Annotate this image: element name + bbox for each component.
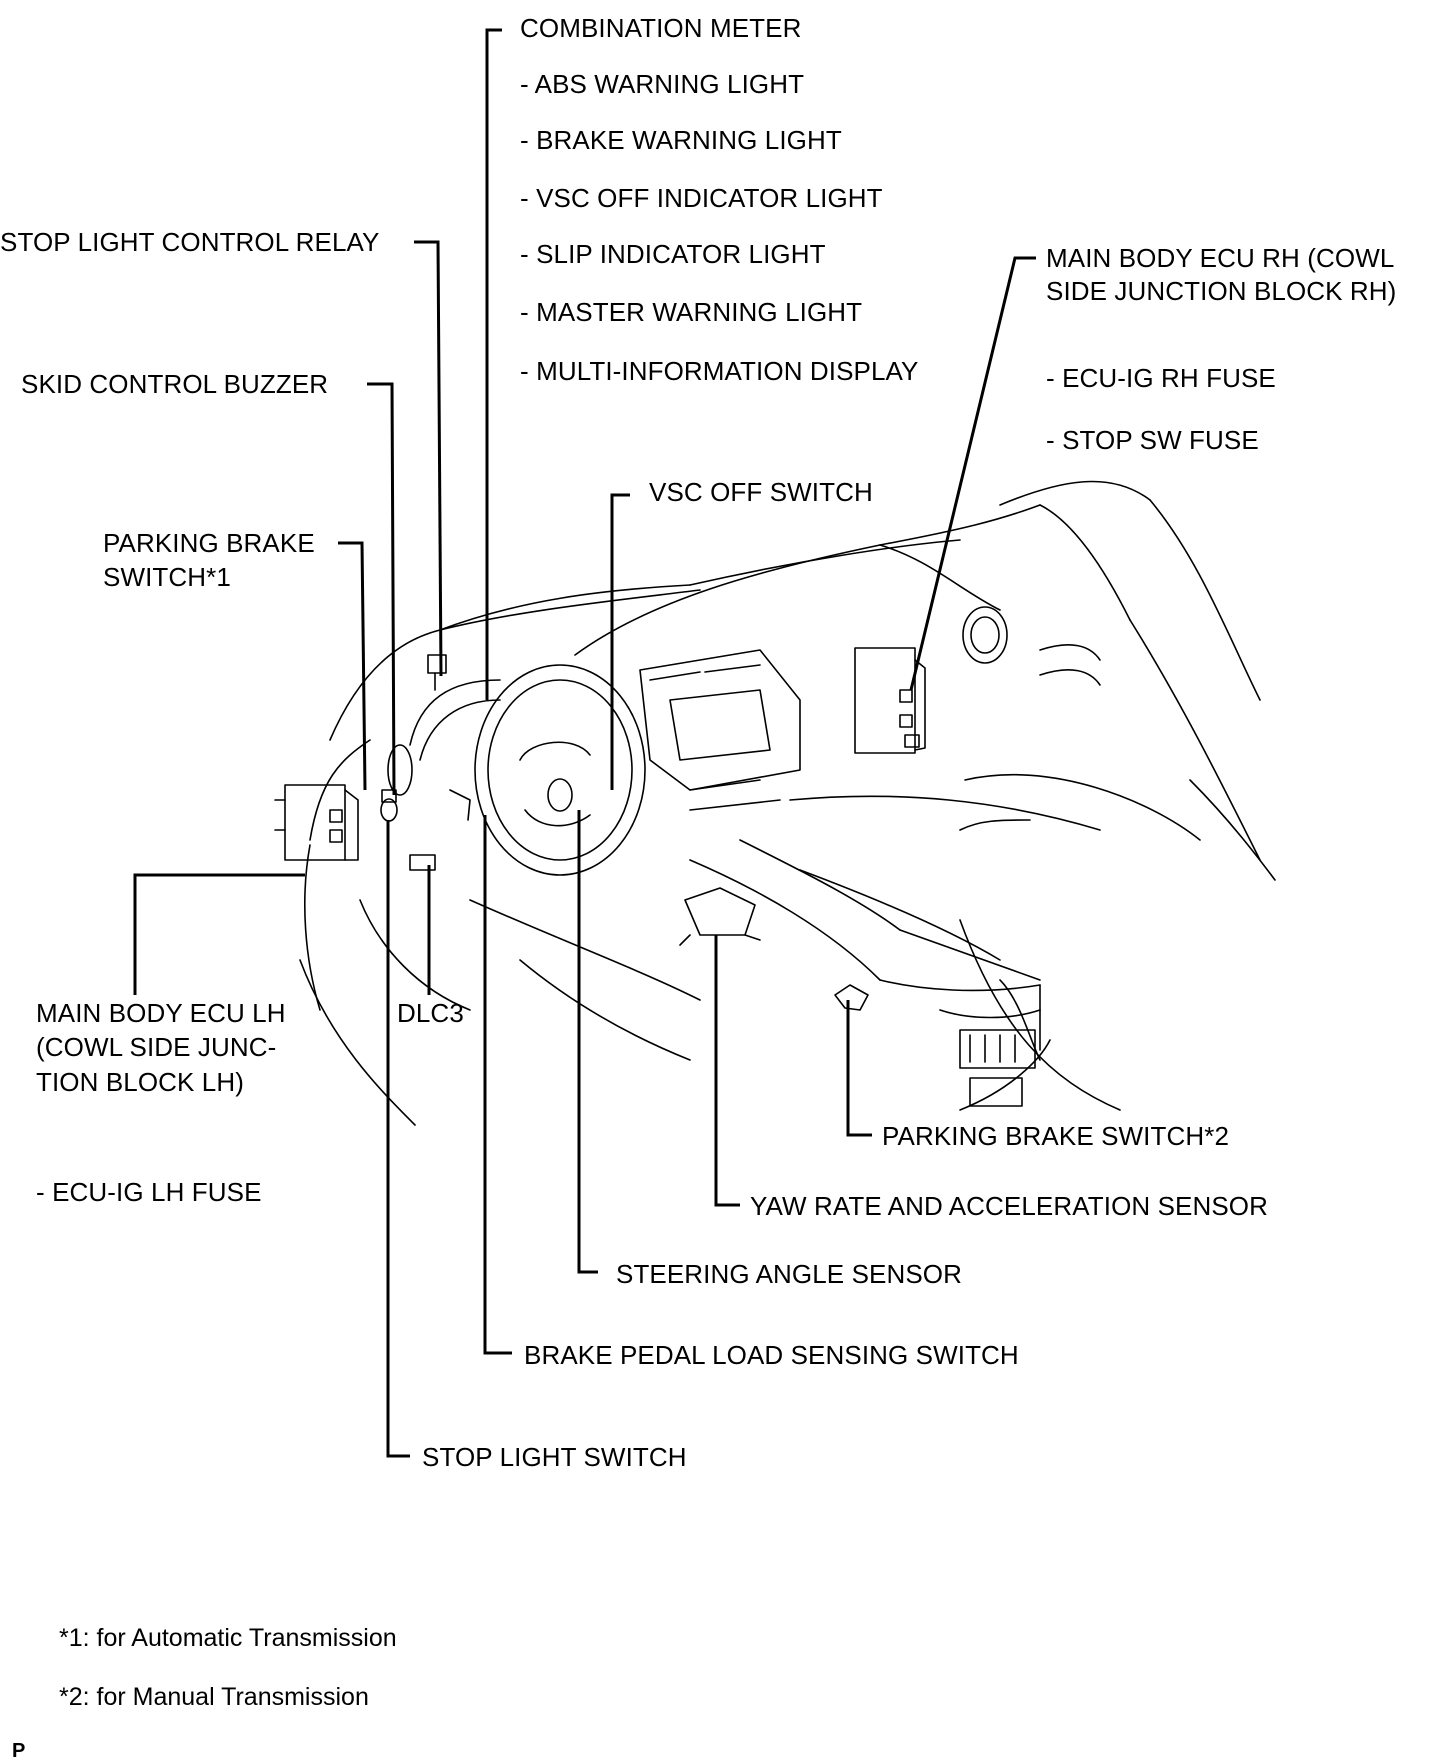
leader-steering-angle-sensor	[577, 810, 598, 1274]
label-main-body-ecu-lh-line2: (COWL SIDE JUNC-	[36, 1032, 277, 1062]
footnote-manual-transmission: *2: for Manual Transmission	[59, 1683, 369, 1711]
label-multi-information-display: - MULTI-INFORMATION DISPLAY	[520, 356, 919, 386]
label-brake-warning-light: - BRAKE WARNING LIGHT	[520, 125, 842, 155]
label-ecu-ig-lh-fuse: - ECU-IG LH FUSE	[36, 1177, 262, 1207]
leader-main-body-ecu-lh	[133, 873, 305, 995]
leader-vsc-off-switch	[610, 493, 630, 790]
label-main-body-ecu-rh-line1: MAIN BODY ECU RH (COWL	[1046, 243, 1395, 273]
label-stop-sw-fuse: - STOP SW FUSE	[1046, 425, 1259, 455]
leader-stop-light-control-relay	[414, 240, 443, 677]
label-abs-warning-light: - ABS WARNING LIGHT	[520, 69, 805, 99]
label-parking-brake-switch-2: PARKING BRAKE SWITCH*2	[882, 1121, 1230, 1151]
label-ecu-ig-rh-fuse: - ECU-IG RH FUSE	[1046, 363, 1276, 393]
leader-skid-control-buzzer	[367, 382, 396, 796]
label-slip-indicator-light: - SLIP INDICATOR LIGHT	[520, 239, 826, 269]
label-steering-angle-sensor: STEERING ANGLE SENSOR	[616, 1259, 962, 1289]
label-brake-pedal-load-sensing-switch: BRAKE PEDAL LOAD SENSING SWITCH	[524, 1340, 1019, 1370]
label-master-warning-light: - MASTER WARNING LIGHT	[520, 297, 863, 327]
label-vsc-off-switch: VSC OFF SWITCH	[649, 477, 873, 507]
label-stop-light-switch: STOP LIGHT SWITCH	[422, 1442, 687, 1472]
leader-yaw-rate-sensor	[714, 935, 740, 1207]
leader-combination-meter	[485, 28, 502, 700]
label-vsc-off-indicator-light: - VSC OFF INDICATOR LIGHT	[520, 183, 883, 213]
leader-main-body-ecu-rh	[909, 256, 1036, 691]
label-parking-brake-switch-1-line1: PARKING BRAKE	[103, 528, 315, 558]
leader-parking-brake-switch-2	[846, 1000, 872, 1137]
label-main-body-ecu-rh-line2: SIDE JUNCTION BLOCK RH)	[1046, 276, 1397, 306]
footnote-automatic-transmission: *1: for Automatic Transmission	[59, 1624, 397, 1652]
label-stop-light-control-relay: STOP LIGHT CONTROL RELAY	[0, 227, 380, 257]
label-parking-brake-switch-1-line2: SWITCH*1	[103, 562, 231, 592]
label-main-body-ecu-lh-line3: TION BLOCK LH)	[36, 1067, 244, 1097]
label-dlc3: DLC3	[397, 998, 464, 1028]
label-combination-meter: COMBINATION METER	[520, 13, 802, 43]
leader-brake-pedal-load-sensing-switch	[483, 815, 512, 1355]
leader-stop-light-switch	[386, 820, 410, 1458]
label-main-body-ecu-lh-line1: MAIN BODY ECU LH	[36, 998, 286, 1028]
leader-parking-brake-switch-1	[338, 541, 367, 791]
label-yaw-rate-sensor: YAW RATE AND ACCELERATION SENSOR	[750, 1191, 1268, 1221]
label-skid-control-buzzer: SKID CONTROL BUZZER	[21, 369, 329, 399]
page-mark: P	[12, 1740, 26, 1762]
